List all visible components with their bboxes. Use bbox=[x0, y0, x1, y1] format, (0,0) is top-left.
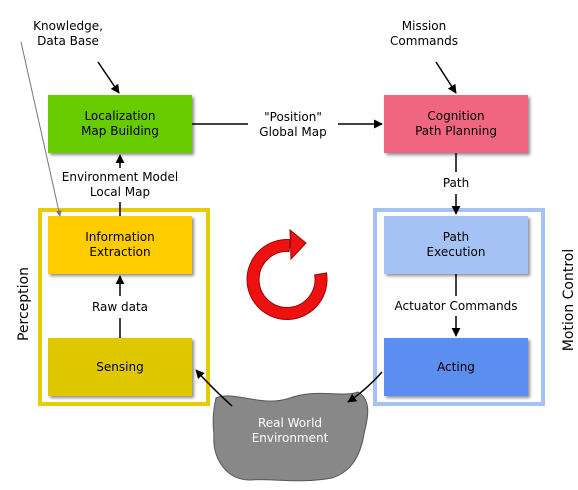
path-label: Path bbox=[442, 176, 470, 190]
cycle-arrow-icon bbox=[246, 228, 328, 320]
mission-label: Mission Commands bbox=[390, 19, 458, 48]
environment-label: Real World Environment bbox=[251, 416, 329, 445]
actuator-commands-label: Actuator Commands bbox=[394, 299, 518, 313]
global-map-label: "Position" Global Map bbox=[259, 110, 327, 139]
knowledge-arrow bbox=[97, 61, 120, 94]
knowledge-to-information-arrow bbox=[20, 41, 62, 217]
perception-frame bbox=[38, 208, 210, 406]
environment-model-label: Environment Model Local Map bbox=[61, 170, 179, 199]
localization-box: Localization Map Building bbox=[48, 95, 192, 153]
environment-shape bbox=[212, 391, 369, 482]
mission-arrow bbox=[435, 61, 457, 94]
sensing-box: Sensing bbox=[48, 338, 192, 396]
acting-to-environment-arrow bbox=[347, 371, 383, 403]
environment-to-sensing-arrow bbox=[195, 369, 233, 407]
cognition-box: Cognition Path Planning bbox=[384, 95, 528, 153]
knowledge-label: Knowledge, Data Base bbox=[33, 19, 103, 48]
raw-data-label: Raw data bbox=[91, 300, 149, 314]
acting-box: Acting bbox=[384, 338, 528, 396]
path-execution-box: Path Execution bbox=[384, 216, 528, 274]
information-extraction-box: Information Extraction bbox=[48, 216, 192, 274]
